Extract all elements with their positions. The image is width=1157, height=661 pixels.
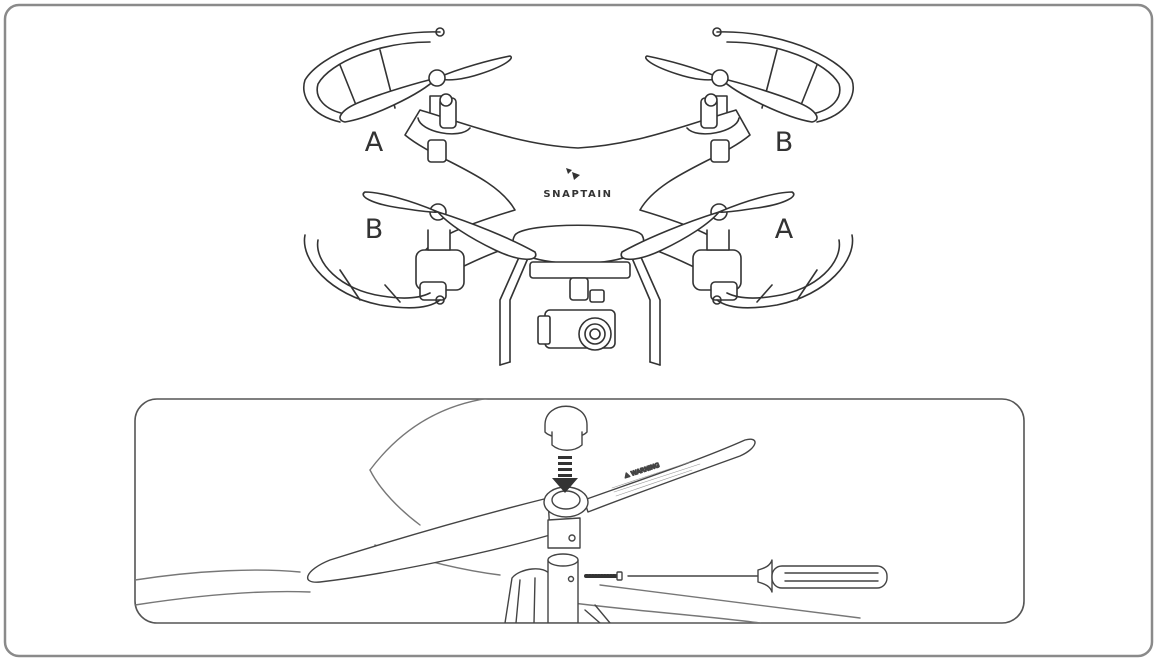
- label-rear-right: A: [775, 214, 794, 245]
- inset-propeller: [307, 438, 756, 583]
- motor-front-right: [686, 93, 740, 163]
- propeller-rear-right: [620, 191, 795, 261]
- down-arrow-icon: [552, 456, 578, 493]
- warning-fine-lines: [611, 461, 701, 497]
- motor-front-left: [417, 93, 471, 163]
- inset-panel: ⚠ WARNING: [134, 398, 1025, 624]
- landing-gear: [499, 254, 661, 366]
- label-front-right: B: [775, 127, 794, 158]
- propeller-front-left: [339, 55, 512, 123]
- motor-mount: [504, 553, 611, 623]
- screw-icon: [584, 571, 623, 581]
- propeller-front-right: [645, 55, 818, 123]
- gimbal-camera: [529, 261, 631, 351]
- label-rear-left: B: [365, 214, 384, 245]
- label-front-left: A: [365, 127, 384, 158]
- spinner-cap-icon: [544, 405, 588, 451]
- prop-guard-rear-right: [712, 234, 854, 309]
- screwdriver-icon: [627, 559, 888, 593]
- propeller-rear-left: [362, 191, 537, 261]
- brand-logo-icon: [566, 168, 580, 180]
- brand-text: SNAPTAIN: [543, 189, 612, 200]
- prop-guard-rear-left: [303, 234, 445, 309]
- drone-illustration: [303, 27, 854, 366]
